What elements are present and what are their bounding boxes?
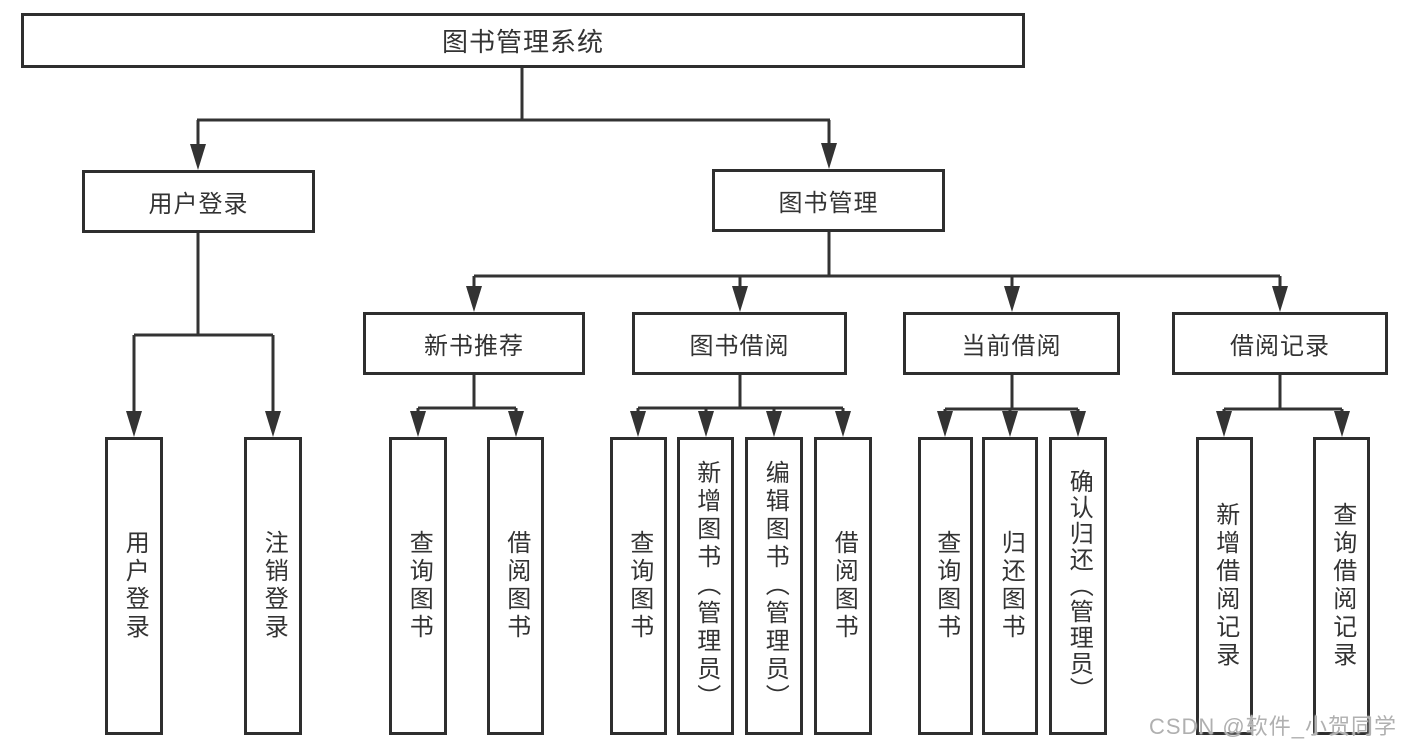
leaf-br-add-record: 新增借阅记录	[1196, 437, 1253, 735]
node-user-login: 用户登录	[82, 170, 315, 233]
leaf-bb-borrow-books-label: 借阅图书	[830, 530, 858, 642]
leaf-cb-return-books: 归还图书	[982, 437, 1038, 735]
leaf-br-query-record: 查询借阅记录	[1313, 437, 1370, 735]
node-new-book-recommend: 新书推荐	[363, 312, 585, 375]
leaf-br-add-record-label: 新增借阅记录	[1211, 502, 1239, 670]
node-book-management: 图书管理	[712, 169, 945, 232]
leaf-nb-query-books-label: 查询图书	[405, 530, 433, 642]
leaf-bb-query-books: 查询图书	[610, 437, 667, 735]
leaf-br-query-record-label: 查询借阅记录	[1328, 502, 1356, 670]
leaf-user-login-label: 用户登录	[121, 530, 149, 642]
leaf-bb-borrow-books: 借阅图书	[814, 437, 872, 735]
node-user-login-label: 用户登录	[148, 191, 249, 218]
leaf-bb-add-books: 新增图书（管理员）	[677, 437, 734, 735]
arrowhead-icons	[126, 143, 1350, 437]
leaf-nb-borrow-books: 借阅图书	[487, 437, 544, 735]
leaf-cb-query-books: 查询图书	[918, 437, 973, 735]
leaf-logout: 注销登录	[244, 437, 302, 735]
leaf-bb-edit-books-label: 编辑图书（管理员）	[761, 460, 789, 712]
node-borrow-records-label: 借阅记录	[1230, 333, 1330, 360]
node-root-label: 图书管理系统	[441, 27, 604, 57]
leaf-cb-confirm-return: 确认归还（管理员）	[1049, 437, 1107, 735]
leaf-bb-edit-books: 编辑图书（管理员）	[745, 437, 803, 735]
leaf-nb-borrow-books-label: 借阅图书	[502, 530, 530, 642]
node-current-borrow: 当前借阅	[903, 312, 1120, 375]
leaf-logout-label: 注销登录	[260, 530, 288, 642]
node-new-book-recommend-label: 新书推荐	[424, 333, 524, 360]
leaf-nb-query-books: 查询图书	[389, 437, 447, 735]
leaf-user-login: 用户登录	[105, 437, 163, 735]
node-root: 图书管理系统	[21, 13, 1025, 68]
node-current-borrow-label: 当前借阅	[961, 333, 1062, 360]
leaf-bb-query-books-label: 查询图书	[625, 530, 653, 642]
leaf-cb-return-books-label: 归还图书	[997, 530, 1025, 642]
node-book-management-label: 图书管理	[778, 190, 879, 217]
leaf-bb-add-books-label: 新增图书（管理员）	[692, 460, 720, 712]
node-book-borrow-label: 图书借阅	[689, 333, 790, 360]
watermark-text: CSDN @软件_小贺同学	[1148, 714, 1397, 739]
leaf-cb-confirm-return-label: 确认归还（管理员）	[1065, 469, 1093, 703]
node-borrow-records: 借阅记录	[1172, 312, 1388, 375]
leaf-cb-query-books-label: 查询图书	[932, 530, 960, 642]
node-book-borrow: 图书借阅	[632, 312, 847, 375]
